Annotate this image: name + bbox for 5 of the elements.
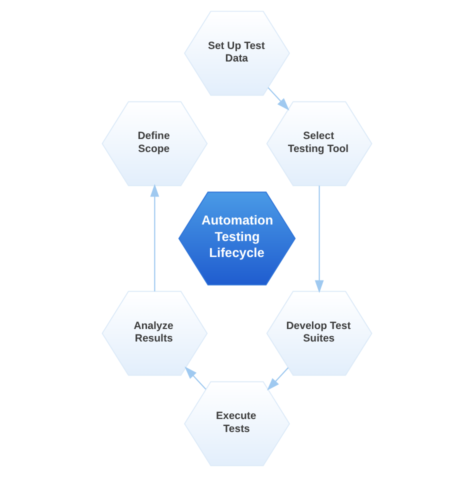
arrow bbox=[268, 87, 290, 110]
arrow bbox=[314, 186, 324, 294]
arrow bbox=[267, 367, 289, 391]
arrow bbox=[150, 184, 160, 292]
arrow bbox=[184, 366, 206, 390]
